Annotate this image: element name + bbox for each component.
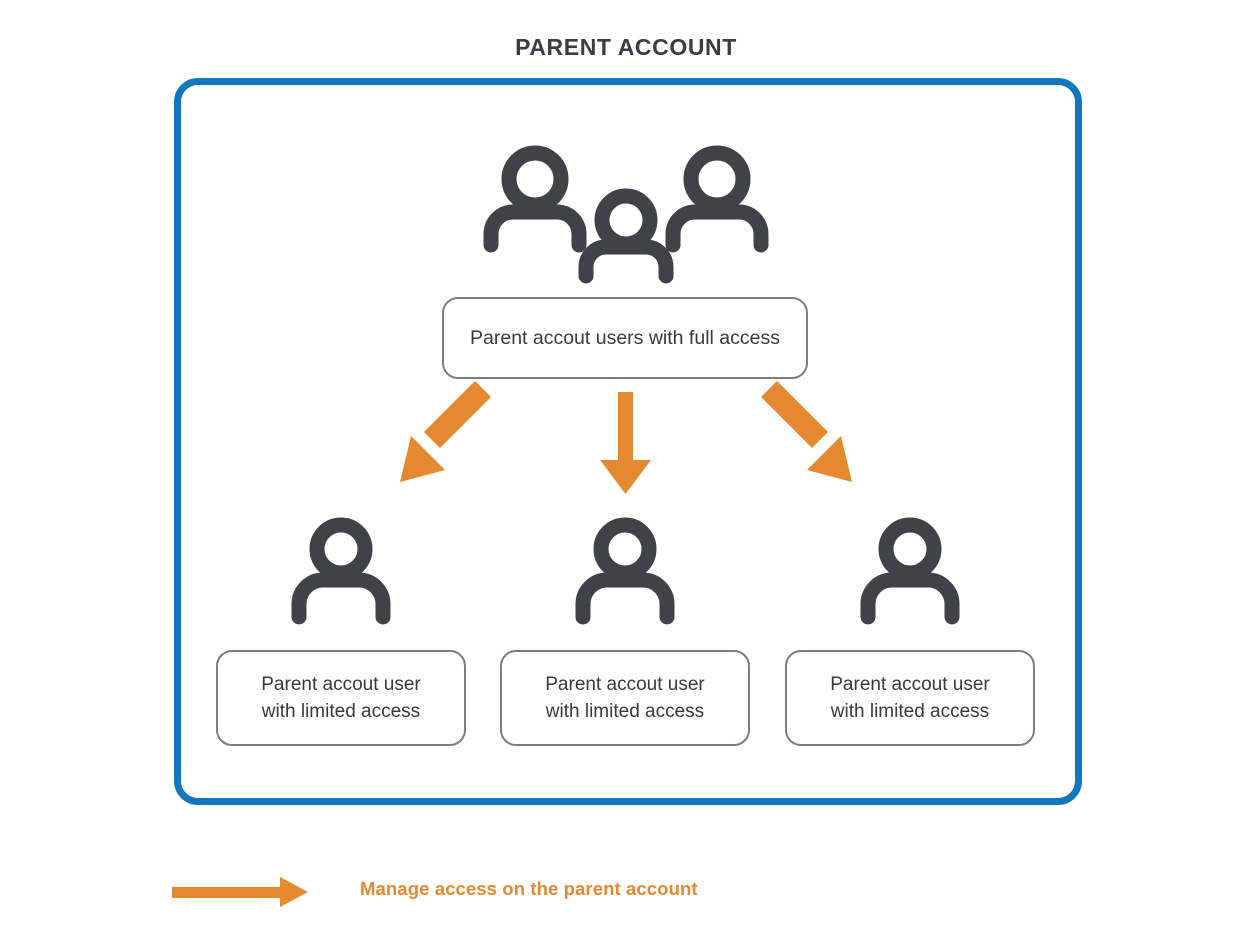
role-box-limited-access-3-label: Parent accout user with limited access	[830, 674, 990, 722]
user-icon-left	[288, 517, 394, 627]
role-box-limited-access-2: Parent accout user with limited access	[500, 650, 750, 746]
role-box-full-access: Parent accout users with full access	[442, 297, 808, 379]
right-arrow-icon	[172, 874, 312, 910]
role-box-limited-access-1-label: Parent accout user with limited access	[261, 674, 421, 722]
role-box-full-access-label: Parent accout users with full access	[470, 326, 780, 349]
legend-label: Manage access on the parent account	[360, 878, 698, 899]
group-users-icon	[479, 144, 773, 284]
page-title: PARENT ACCOUNT	[515, 34, 737, 60]
legend: Manage access on the parent account	[172, 866, 872, 918]
role-box-limited-access-1: Parent accout user with limited access	[216, 650, 466, 746]
role-box-limited-access-2-label: Parent accout user with limited access	[545, 674, 705, 722]
user-icon-center	[572, 517, 678, 627]
role-box-limited-access-3: Parent accout user with limited access	[785, 650, 1035, 746]
user-icon-right	[857, 517, 963, 627]
